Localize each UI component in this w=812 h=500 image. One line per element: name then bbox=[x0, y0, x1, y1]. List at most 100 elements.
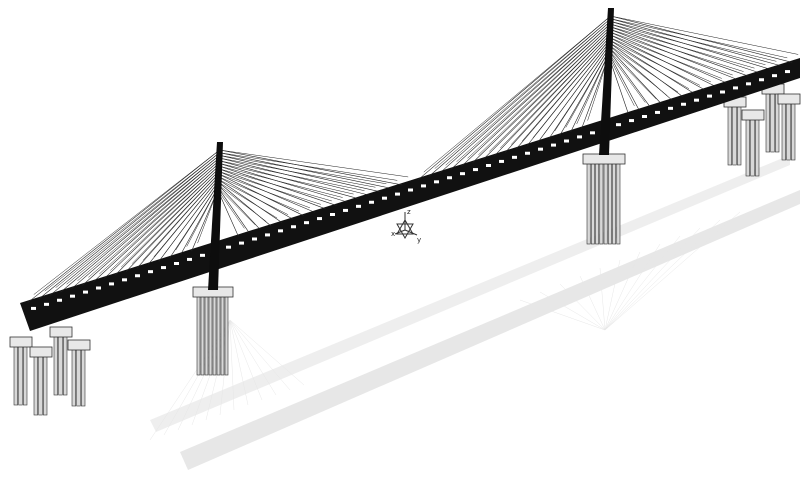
stay-cable bbox=[576, 53, 610, 125]
end-pier-right-1 bbox=[741, 109, 765, 177]
deck-opening bbox=[525, 151, 530, 155]
deck-opening bbox=[720, 90, 725, 94]
stay-cable bbox=[114, 171, 219, 276]
pile bbox=[224, 294, 229, 376]
reflected-cable bbox=[229, 319, 305, 386]
stay-cables-front bbox=[27, 15, 793, 303]
stay-cable bbox=[483, 31, 611, 160]
pile bbox=[33, 354, 38, 416]
deck-opening bbox=[434, 180, 439, 184]
deck-opening bbox=[330, 213, 335, 216]
stay-cable bbox=[610, 15, 799, 55]
pile-cap bbox=[741, 109, 765, 121]
stay-cable bbox=[93, 165, 220, 283]
deck-opening bbox=[694, 98, 699, 102]
pile bbox=[63, 334, 68, 396]
stay-cable bbox=[218, 163, 348, 203]
stay-cable bbox=[219, 155, 387, 185]
piers bbox=[9, 83, 801, 416]
stay-cable bbox=[515, 39, 610, 150]
stay-cable bbox=[450, 23, 611, 170]
stay-cable bbox=[610, 18, 782, 67]
stay-cable bbox=[66, 157, 220, 285]
stay-cable bbox=[125, 173, 219, 272]
stay-cable bbox=[218, 179, 283, 223]
pile bbox=[58, 334, 63, 396]
stay-cable bbox=[217, 181, 278, 219]
reflected-cable bbox=[604, 235, 681, 331]
reflected-bridge bbox=[149, 155, 800, 470]
deck-opening bbox=[655, 110, 660, 114]
deck-opening bbox=[200, 253, 205, 257]
y-axis-label: y bbox=[417, 236, 421, 244]
deck-opening bbox=[109, 282, 114, 286]
pile bbox=[755, 117, 760, 177]
stay-cable bbox=[526, 42, 610, 146]
deck-opening bbox=[369, 200, 374, 204]
deck-opening bbox=[577, 135, 582, 139]
stay-cable bbox=[136, 176, 219, 269]
deck-opening bbox=[148, 270, 153, 274]
stay-cable bbox=[82, 163, 220, 286]
deck-opening bbox=[304, 221, 309, 225]
stay-cable bbox=[218, 168, 326, 210]
pile bbox=[612, 161, 617, 245]
end-pier-left-2 bbox=[49, 326, 73, 396]
pile bbox=[13, 344, 18, 406]
stay-cable bbox=[219, 149, 409, 178]
axis-triad: z x y bbox=[391, 208, 421, 244]
deck-opening bbox=[616, 123, 621, 127]
pylon-1 bbox=[599, 8, 614, 155]
x-axis-label: x bbox=[391, 230, 395, 238]
deck-opening bbox=[226, 245, 231, 249]
stay-cable bbox=[104, 168, 219, 279]
stay-cable bbox=[38, 152, 220, 300]
stay-cable bbox=[219, 160, 365, 191]
pile bbox=[200, 294, 205, 376]
deck-opening bbox=[538, 147, 543, 151]
deck-opening bbox=[239, 241, 244, 245]
stay-cable bbox=[218, 176, 294, 220]
stay-cable bbox=[609, 37, 705, 91]
pile bbox=[737, 104, 742, 166]
reflected-cable bbox=[539, 291, 606, 331]
reflected-cable bbox=[229, 319, 291, 391]
pile bbox=[765, 91, 770, 153]
stay-cable bbox=[49, 155, 220, 296]
deck-opening bbox=[759, 78, 764, 82]
pile bbox=[603, 161, 608, 245]
stay-cable bbox=[33, 149, 220, 295]
deck-opening bbox=[83, 290, 88, 294]
stay-cable bbox=[609, 39, 701, 86]
deck-opening bbox=[486, 164, 491, 167]
stay-cable bbox=[219, 152, 398, 181]
deck-opening bbox=[681, 102, 686, 106]
z-axis-label: z bbox=[407, 208, 411, 216]
reflected-cable bbox=[604, 251, 641, 331]
stay-cable bbox=[559, 50, 610, 136]
stay-cable bbox=[609, 29, 738, 80]
stay-cable bbox=[608, 53, 640, 111]
stay-cable bbox=[610, 26, 749, 77]
reflected-cable bbox=[599, 267, 606, 331]
x-axis-line bbox=[394, 229, 406, 235]
reflected-cable bbox=[519, 299, 606, 331]
stay-cable bbox=[609, 45, 673, 101]
end-pier-left-3 bbox=[67, 339, 91, 407]
deck-opening bbox=[278, 229, 283, 233]
stay-cable bbox=[158, 181, 219, 262]
pile-cap bbox=[9, 336, 33, 348]
pile bbox=[53, 334, 58, 396]
pile bbox=[76, 347, 81, 407]
stay-cable bbox=[169, 184, 219, 259]
end-pier-right-3 bbox=[777, 93, 801, 161]
pile bbox=[43, 354, 48, 416]
pile-cap bbox=[582, 153, 626, 165]
pile-cap bbox=[49, 326, 73, 338]
deck-opening bbox=[460, 172, 465, 176]
stay-cable bbox=[180, 187, 219, 255]
stay-cable bbox=[219, 152, 392, 189]
deck-opening bbox=[707, 94, 712, 98]
